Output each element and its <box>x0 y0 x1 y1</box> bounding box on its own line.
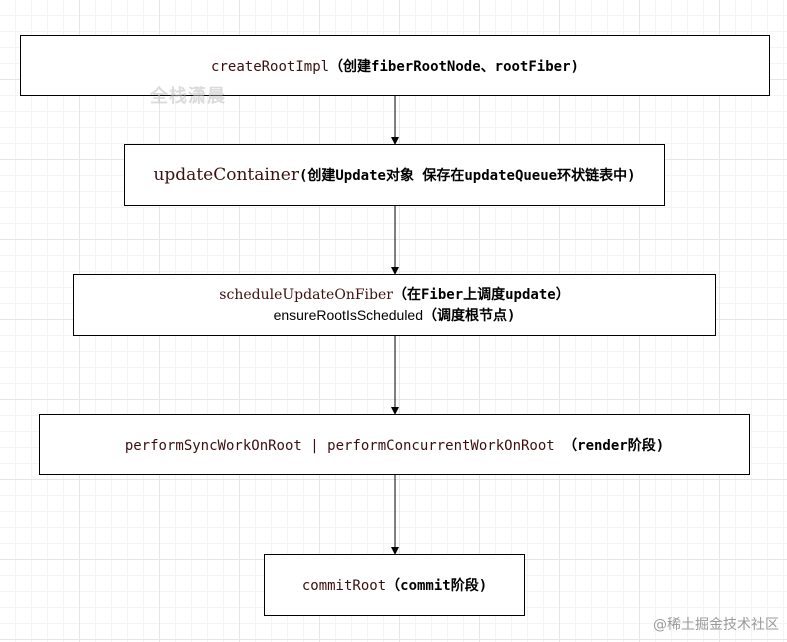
create-root-impl-fn: createRootImpl <box>211 58 330 75</box>
perform-work-box: performSyncWorkOnRoot | performConcurren… <box>39 414 750 475</box>
create-root-impl-label: createRootImpl（创建fiberRootNode、rootFiber… <box>211 56 579 76</box>
update-container-label: updateContainer(创建Update对象 保存在updateQueu… <box>153 165 635 185</box>
ensure-root-desc: （调度根节点) <box>423 308 516 324</box>
perform-sync-fn: performSyncWorkOnRoot <box>124 437 302 454</box>
create-root-impl-box: createRootImpl（创建fiberRootNode、rootFiber… <box>20 35 770 96</box>
update-container-fn: updateContainer <box>153 165 299 185</box>
create-root-impl-desc: （创建fiberRootNode、rootFiber) <box>329 58 579 75</box>
schedule-update-desc: （在Fiber上调度update） <box>392 287 570 303</box>
commit-root-box: commitRoot（commit阶段) <box>264 554 525 616</box>
update-container-box: updateContainer(创建Update对象 保存在updateQueu… <box>124 144 665 206</box>
perform-work-label: performSyncWorkOnRoot | performConcurren… <box>125 435 664 455</box>
schedule-update-fn: scheduleUpdateOnFiber <box>219 287 393 303</box>
schedule-update-box: scheduleUpdateOnFiber（在Fiber上调度update） e… <box>73 274 716 336</box>
ensure-root-line: ensureRootIsScheduled（调度根节点) <box>274 305 516 326</box>
watermark: 全栈潇晨 <box>150 86 226 107</box>
update-container-desc: (创建Update对象 保存在updateQueue环状链表中) <box>298 168 636 184</box>
perform-desc: （render阶段) <box>554 437 665 454</box>
schedule-update-line: scheduleUpdateOnFiber（在Fiber上调度update） <box>219 284 569 305</box>
commit-root-desc: （commit阶段) <box>386 578 488 594</box>
commit-root-label: commitRoot（commit阶段) <box>302 575 487 595</box>
perform-separator: | <box>301 437 328 454</box>
ensure-root-fn: ensureRootIsScheduled <box>273 307 423 323</box>
credit-watermark: @稀土掘金技术社区 <box>653 617 779 633</box>
perform-concurrent-fn: performConcurrentWorkOnRoot <box>327 437 555 454</box>
commit-root-fn: commitRoot <box>301 578 387 594</box>
